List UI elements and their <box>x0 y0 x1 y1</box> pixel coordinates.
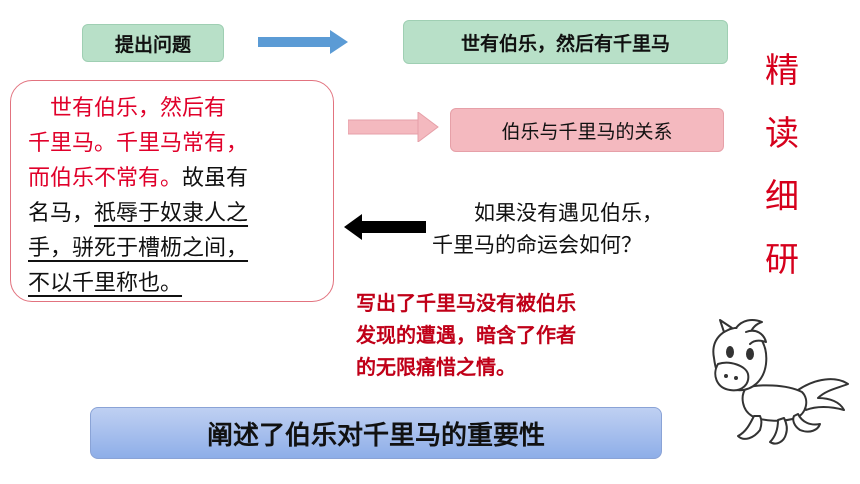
question-line-2: 千里马的命运会如何？ <box>432 233 642 257</box>
analysis-note: 写出了千里马没有被伯乐 发现的遭遇，暗含了作者 的无限痛惜之情。 <box>356 287 696 383</box>
side-title-char: 读 <box>765 114 799 154</box>
summary-bar: 阐述了伯乐对千里马的重要性 <box>90 407 662 459</box>
arrow-left-icon <box>344 214 426 240</box>
arrow-right-icon <box>348 112 439 142</box>
question-label: 提出问题 <box>114 33 191 56</box>
premise-box: 世有伯乐，然后有千里马 <box>403 20 728 64</box>
note-line-3: 的无限痛惜之情。 <box>356 355 516 379</box>
relation-label: 伯乐与千里马的关系 <box>501 120 673 143</box>
premise-label: 世有伯乐，然后有千里马 <box>460 32 670 55</box>
quote-line-1: 世有伯乐，然后有 <box>50 96 227 121</box>
side-title-char: 精 <box>765 51 799 91</box>
question-line-1: 如果没有遇见伯乐， <box>432 201 663 225</box>
relation-box: 伯乐与千里马的关系 <box>450 108 724 152</box>
question-label-box: 提出问题 <box>82 24 224 62</box>
quote-box <box>10 80 334 302</box>
note-line-1: 写出了千里马没有被伯乐 <box>356 291 576 315</box>
question-text: 如果没有遇见伯乐， 千里马的命运会如何？ <box>432 197 752 261</box>
horse-icon <box>712 319 849 445</box>
arrow-right-icon <box>258 30 348 54</box>
note-line-2: 发现的遭遇，暗含了作者 <box>356 323 576 347</box>
side-title-char: 研 <box>765 240 799 280</box>
quote-line-2: 千里马。千里马常有， <box>28 131 249 156</box>
quote-line-6: 不以千里称也。 <box>28 271 183 296</box>
quote-line-5: 手，骈死于槽枥之间， <box>28 236 249 261</box>
quote-line-3: 而伯乐不常有。故虽有 <box>28 166 249 191</box>
quote-line-4: 名马，祇辱于奴隶人之 <box>28 201 249 226</box>
side-title: 精 读 细 研 <box>762 40 802 292</box>
summary-label: 阐述了伯乐对千里马的重要性 <box>206 420 545 451</box>
quote-text: 世有伯乐，然后有 千里马。千里马常有， 而伯乐不常有。故虽有 名马，祇辱于奴隶人… <box>28 91 328 301</box>
side-title-char: 细 <box>765 177 799 217</box>
